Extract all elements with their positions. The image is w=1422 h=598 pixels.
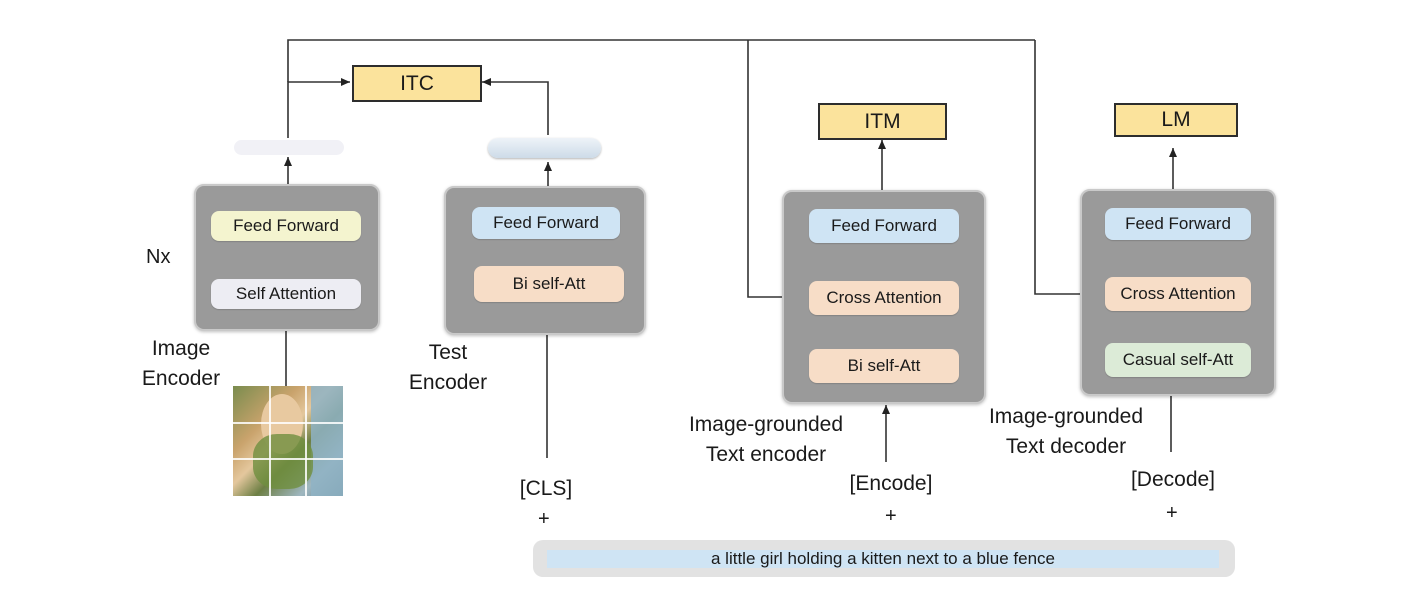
encoder-bi-self-att-label: Bi self-Att [847, 356, 921, 375]
text-feed-forward-layer: Feed Forward [472, 207, 620, 239]
image-to-decoder-cross-attention-arrow [1034, 40, 1101, 298]
grounded-decoder-block: Feed Forward Cross Attention Casual self… [1080, 189, 1276, 396]
caption-text: a little girl holding a kitten next to a… [547, 550, 1219, 568]
grounded-decoder-label-line1: Image-grounded [988, 405, 1144, 428]
decoder-causal-self-att-label: Casual self-Att [1122, 350, 1234, 369]
itc-loss-box: ITC [352, 65, 482, 102]
encode-plus: + [885, 505, 897, 527]
image-self-attention-label: Self Attention [235, 284, 337, 303]
image-encoder-label-line2: Encoder [141, 367, 221, 390]
grounded-encoder-label-line2: Text encoder [705, 443, 827, 466]
encoder-cross-attention-layer: Cross Attention [809, 281, 959, 315]
text-feed-forward-label: Feed Forward [493, 213, 599, 232]
text-encoder-label: Test Encoder [393, 338, 503, 398]
decoder-feed-forward-layer: Feed Forward [1105, 208, 1251, 240]
decode-token: [Decode] [1130, 468, 1216, 491]
itc-label: ITC [400, 71, 434, 95]
image-to-itc-arrow [287, 78, 350, 138]
encoder-feed-forward-layer: Feed Forward [809, 209, 959, 243]
cls-token: [CLS] [519, 477, 573, 500]
image-encoder-label: Image Encoder [126, 334, 236, 394]
grounded-decoder-label-line2: Text decoder [1005, 435, 1127, 458]
text-bi-self-att-layer: Bi self-Att [474, 266, 624, 302]
text-embedding [488, 138, 601, 158]
encode-token: [Encode] [849, 472, 933, 495]
decoder-feed-forward-label: Feed Forward [1125, 214, 1231, 233]
decoder-causal-self-att-layer: Casual self-Att [1105, 343, 1251, 377]
encoder-feed-forward-label: Feed Forward [831, 216, 937, 235]
cls-plus: + [538, 508, 550, 530]
grounded-decoder-label: Image-grounded Text decoder [968, 402, 1164, 462]
decode-plus: + [1166, 502, 1178, 524]
image-encoder-label-line1: Image [151, 337, 211, 360]
image-encoder-block: Feed Forward Self Attention [194, 184, 380, 331]
input-image [233, 386, 343, 496]
itm-label: ITM [864, 109, 901, 133]
lm-label: LM [1161, 108, 1191, 131]
image-embedding [234, 140, 344, 155]
lm-loss-box: LM [1114, 103, 1238, 137]
text-encoder-label-line1: Test [428, 341, 468, 364]
itm-loss-box: ITM [818, 103, 947, 140]
grounded-encoder-block: Feed Forward Cross Attention Bi self-Att [782, 190, 986, 404]
image-feed-forward-layer: Feed Forward [211, 211, 361, 241]
encoder-cross-attention-label: Cross Attention [826, 288, 942, 307]
nx-label: Nx [146, 246, 171, 268]
image-self-attention-layer: Self Attention [211, 279, 361, 309]
text-encoder-label-line2: Encoder [408, 371, 488, 394]
grounded-encoder-label: Image-grounded Text encoder [668, 410, 864, 470]
decoder-cross-attention-layer: Cross Attention [1105, 277, 1251, 311]
decoder-cross-attention-label: Cross Attention [1120, 284, 1236, 303]
text-encoder-block: Feed Forward Bi self-Att [444, 186, 646, 335]
grounded-encoder-label-line1: Image-grounded [688, 413, 844, 436]
image-feed-forward-label: Feed Forward [233, 216, 339, 235]
text-bi-self-att-label: Bi self-Att [512, 274, 586, 293]
text-to-itc-arrow [482, 78, 549, 135]
caption-bar: a little girl holding a kitten next to a… [533, 540, 1235, 577]
image-feature-route-line [287, 39, 1035, 82]
encoder-bi-self-att-layer: Bi self-Att [809, 349, 959, 383]
